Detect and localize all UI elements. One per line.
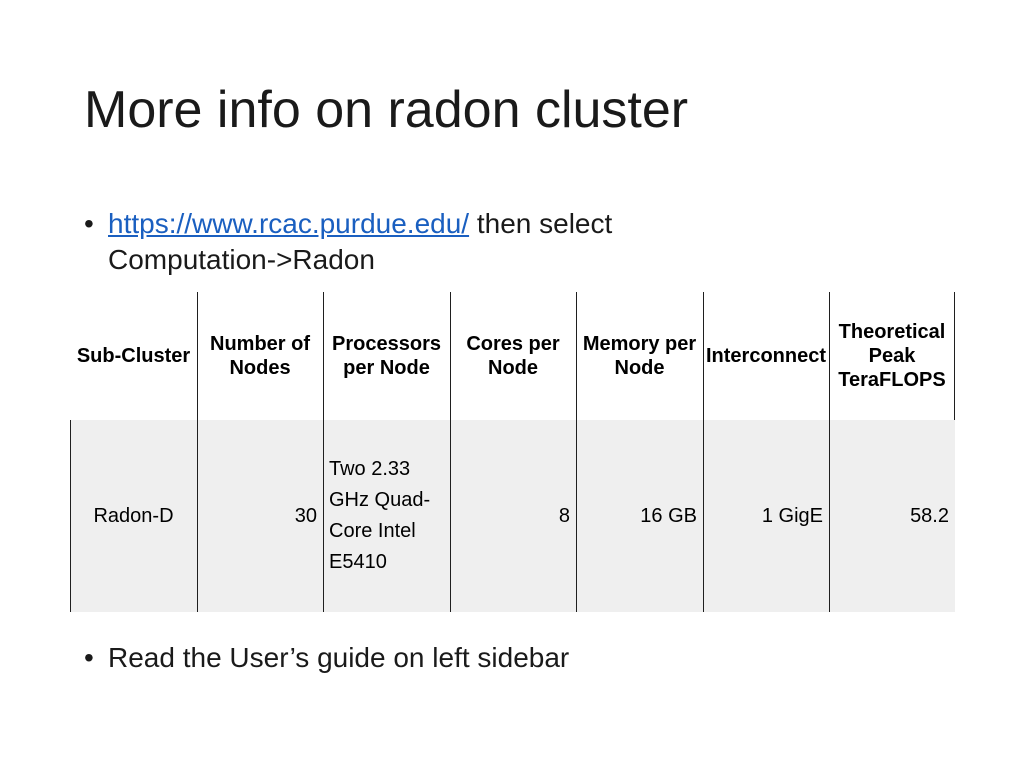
- cell-interconnect: 1 GigE: [761, 504, 823, 527]
- cell-processors-per-node: Two 2.33 GHz Quad-Core Intel E5410: [329, 458, 431, 573]
- bullet-text: https://www.rcac.purdue.edu/ then select…: [108, 206, 764, 278]
- bullet-dot: •: [84, 208, 94, 239]
- header-memory-per-node: Memory per Node: [582, 333, 697, 379]
- column-divider: [576, 292, 577, 612]
- bullet-dot: •: [84, 642, 94, 673]
- column-divider: [323, 292, 324, 612]
- column-divider: [197, 292, 198, 612]
- table-header-row: Sub-Cluster Number of Nodes Processors p…: [70, 292, 955, 420]
- cell-memory-per-node: 16 GB: [640, 504, 697, 527]
- bullet-item-users-guide: • Read the User’s guide on left sidebar: [84, 640, 764, 676]
- cell-cores-per-node: 8: [558, 504, 570, 527]
- column-divider: [829, 292, 830, 612]
- column-divider: [450, 292, 451, 612]
- header-processors-per-node: Processors per Node: [332, 333, 441, 379]
- header-number-of-nodes: Number of Nodes: [210, 333, 310, 379]
- radon-table: Sub-Cluster Number of Nodes Processors p…: [70, 292, 955, 612]
- cell-peak-teraflops: 58.2: [910, 504, 949, 527]
- cell-sub-cluster: Radon-D: [93, 504, 174, 527]
- table-right-edge: [954, 292, 955, 420]
- table-row: Radon-D 30 Two 2.33 GHz Quad-Core Intel …: [70, 420, 955, 612]
- header-peak-teraflops: Theoretical Peak TeraFLOPS: [838, 321, 946, 391]
- slide-title: More info on radon cluster: [84, 81, 689, 139]
- bullet-item-link: • https://www.rcac.purdue.edu/ then sele…: [84, 206, 764, 278]
- bullet-link-suffix: then select Computation->Radon: [108, 208, 613, 275]
- bullet-text: Read the User’s guide on left sidebar: [108, 642, 570, 673]
- column-divider: [703, 292, 704, 612]
- table-left-edge: [70, 420, 71, 612]
- header-sub-cluster: Sub-Cluster: [76, 345, 191, 367]
- cell-number-of-nodes: 30: [294, 504, 317, 527]
- header-cores-per-node: Cores per Node: [466, 333, 560, 379]
- header-interconnect: Interconnect: [705, 345, 827, 367]
- rcac-link[interactable]: https://www.rcac.purdue.edu/: [108, 208, 470, 239]
